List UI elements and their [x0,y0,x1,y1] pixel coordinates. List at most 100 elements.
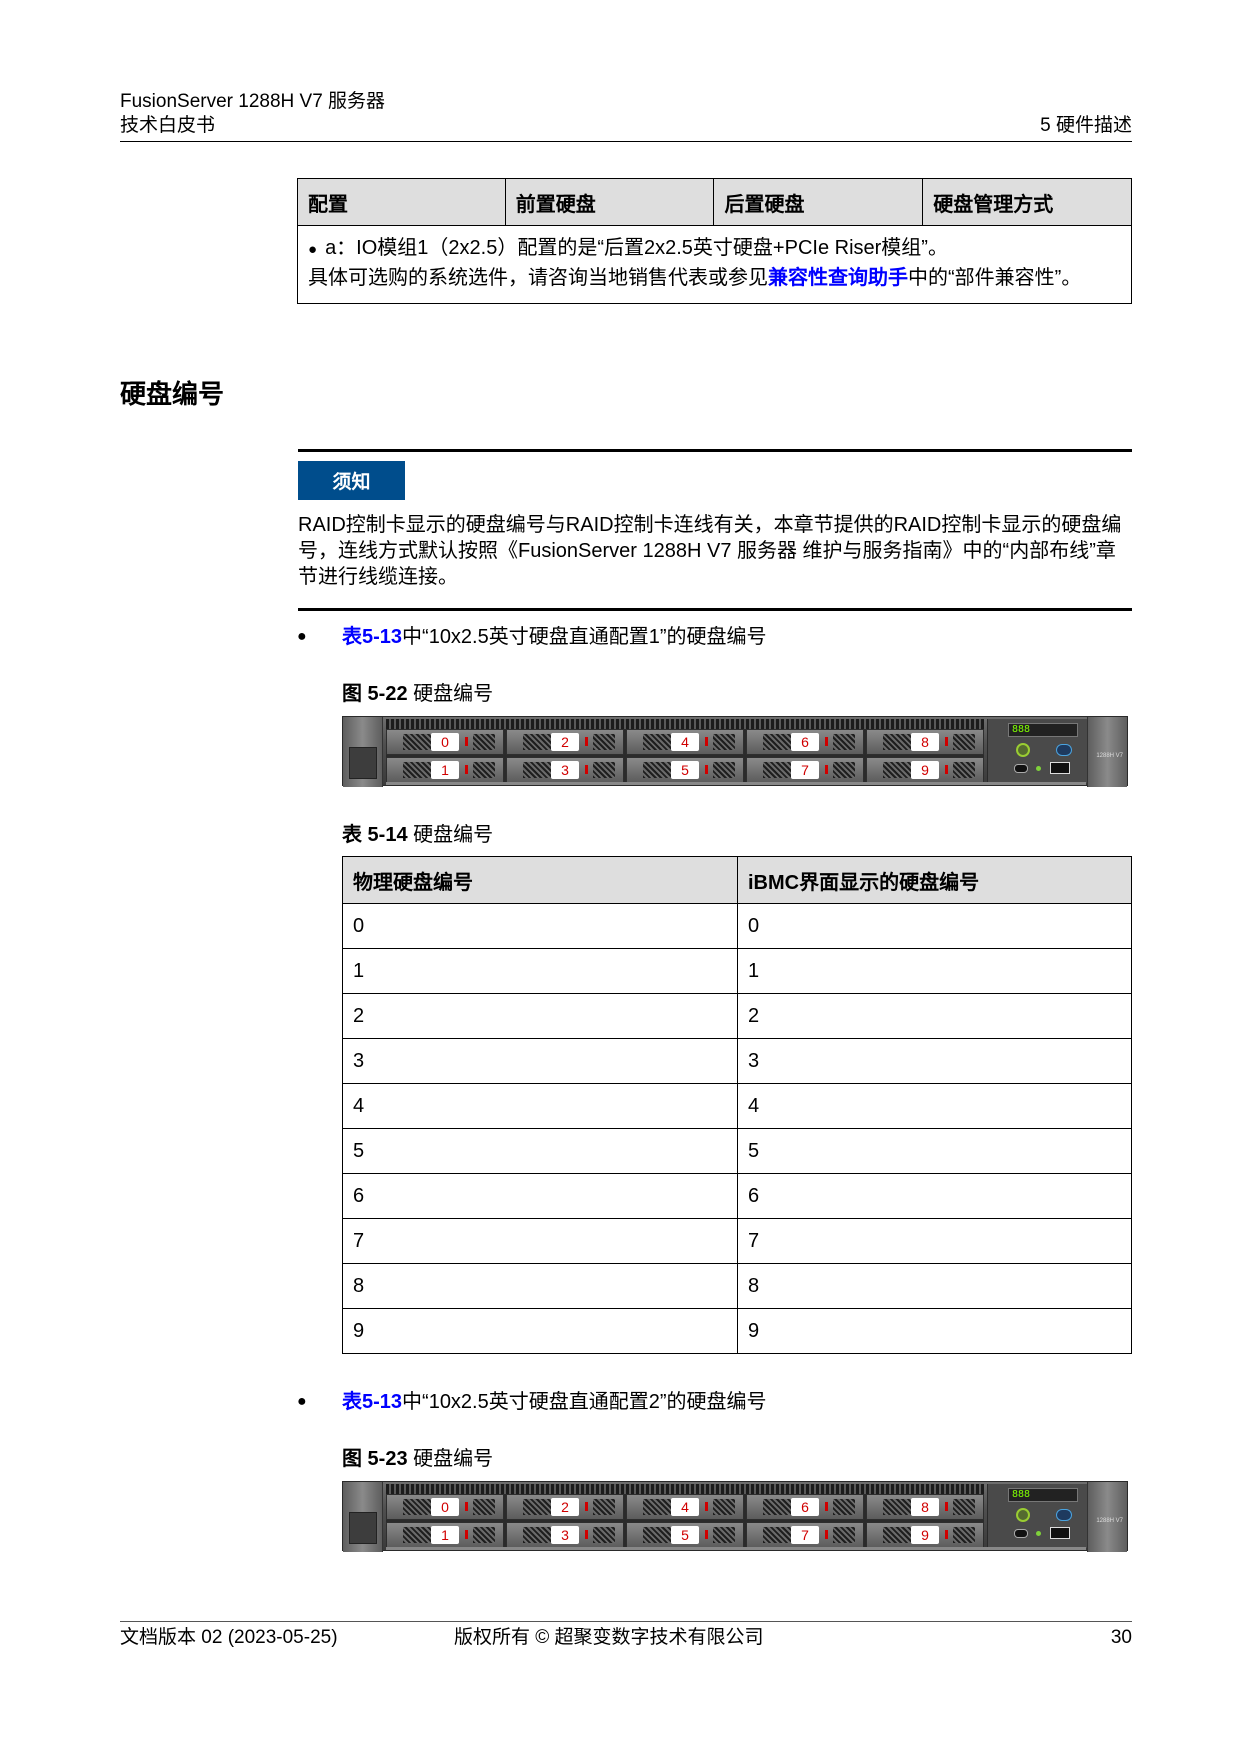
page-number: 30 [1110,1627,1132,1648]
model-label: 1288H V7 [1096,1518,1123,1524]
usb-a-port-icon [1050,762,1070,774]
drive-bay: 4 [626,729,744,755]
ibmc-number: 8 [737,1263,1132,1309]
bullet-icon: ● [297,1393,307,1410]
usb-c-port-icon [1014,1529,1028,1538]
ibmc-number: 2 [737,993,1132,1039]
col-physical-disk-number: 物理硬盘编号 [342,856,738,904]
bay-number: 7 [791,761,819,779]
bay-number: 9 [911,1526,939,1544]
figure-label: 图 5-23 [342,1448,408,1470]
footnote-prefix: 具体可选购的系统选件，请咨询当地销售代表或参见 [308,267,768,289]
uid-button-icon [1056,744,1072,756]
header-doc-type: 技术白皮书 [120,115,216,136]
ibmc-number: 1 [737,948,1132,994]
physical-number: 1 [342,948,738,994]
drive-bay: 9 [866,757,984,783]
drive-bay: 2 [506,1494,624,1520]
table-5-13-link[interactable]: 表5-13 [342,1391,403,1413]
bay-number: 4 [671,1498,699,1516]
col-disk-management: 硬盘管理方式 [922,178,1132,226]
drive-bay: 0 [386,729,504,755]
table-label: 表 5-14 [342,824,408,846]
physical-number: 8 [342,1263,738,1309]
col-rear-disk: 后置硬盘 [713,178,924,226]
drive-bay: 3 [506,1522,624,1548]
col-ibmc-disk-number: iBMC界面显示的硬盘编号 [737,856,1132,904]
bay-number: 7 [791,1526,819,1544]
ibmc-number: 4 [737,1083,1132,1129]
server-front-panel-figure: 0 2 4 6 8 1 3 5 7 9 888 1288H V7 [342,1481,1128,1552]
physical-number: 7 [342,1218,738,1264]
figure-title: 硬盘编号 [413,1448,494,1470]
figure-title: 硬盘编号 [413,683,494,705]
drive-bays: 0 2 4 6 8 1 3 5 7 9 [386,729,984,783]
ibmc-number: 5 [737,1128,1132,1174]
drive-bay: 5 [626,757,744,783]
note-text: a：IO模组1（2x2.5）配置的是“后置2x2.5英寸硬盘+PCIe Rise… [325,237,948,259]
footer-divider [120,1621,1132,1622]
figure-label: 图 5-22 [342,683,408,705]
status-led-icon [1036,766,1041,771]
table-5-13-link[interactable]: 表5-13 [342,626,403,648]
drive-bay: 3 [506,757,624,783]
bay-number: 5 [671,1526,699,1544]
figure-caption: 图 5-23 硬盘编号 [342,1446,493,1472]
ibmc-number: 7 [737,1218,1132,1264]
status-lcd: 888 [1008,723,1078,737]
table-title: 硬盘编号 [413,824,494,846]
drive-bay: 7 [746,757,864,783]
control-panel: 888 [987,719,1087,783]
table-caption: 表 5-14 硬盘编号 [342,822,493,848]
drive-bay: 6 [746,1494,864,1520]
note-item: ● a：IO模组1（2x2.5）配置的是“后置2x2.5英寸硬盘+PCIe Ris… [308,236,1121,262]
drive-bay: 8 [866,729,984,755]
drive-bay: 6 [746,729,864,755]
bay-number: 3 [551,761,579,779]
bay-number: 5 [671,761,699,779]
status-led-icon [1036,1531,1041,1536]
drive-bay: 1 [386,1522,504,1548]
bay-number: 9 [911,761,939,779]
physical-number: 5 [342,1128,738,1174]
config-table: 配置 前置硬盘 后置硬盘 硬盘管理方式 ●a：IO模组1（2x2.5）配置的是“… [297,178,1132,304]
drive-bay: 5 [626,1522,744,1548]
bay-number: 2 [551,733,579,751]
section-title: 硬盘编号 [120,379,225,409]
header-chapter: 5 硬件描述 [1040,115,1132,136]
control-panel: 888 [987,1484,1087,1548]
bay-number: 8 [911,1498,939,1516]
ibmc-number: 6 [737,1173,1132,1219]
left-rack-ear [343,1482,383,1552]
server-front-panel-figure: 0 2 4 6 8 1 3 5 7 9 888 1288H V7 [342,716,1128,787]
header-divider [120,141,1132,142]
usb-a-port-icon [1050,1527,1070,1539]
bay-number: 0 [431,1498,459,1516]
bullet-icon: ● [308,241,318,258]
header-product: FusionServer 1288H V7 服务器 [120,91,386,112]
list-item: ● 表5-13 中“10x2.5英寸硬盘直通配置1”的硬盘编号 [297,624,767,650]
power-button-icon [1016,1508,1030,1522]
bay-number: 8 [911,733,939,751]
power-button-icon [1016,743,1030,757]
bay-number: 3 [551,1526,579,1544]
bay-number: 1 [431,761,459,779]
footer-copyright: 版权所有 © 超聚变数字技术有限公司 [454,1627,764,1648]
notice-text: RAID控制卡显示的硬盘编号与RAID控制卡连线有关，本章节提供的RAID控制卡… [298,514,1122,588]
compatibility-checker-link[interactable]: 兼容性查询助手 [768,267,908,289]
ibmc-number: 0 [737,903,1132,949]
drive-bay: 4 [626,1494,744,1520]
bullet-icon: ● [297,628,307,645]
uid-button-icon [1056,1509,1072,1521]
drive-bay: 7 [746,1522,864,1548]
vent-mesh [386,719,984,729]
